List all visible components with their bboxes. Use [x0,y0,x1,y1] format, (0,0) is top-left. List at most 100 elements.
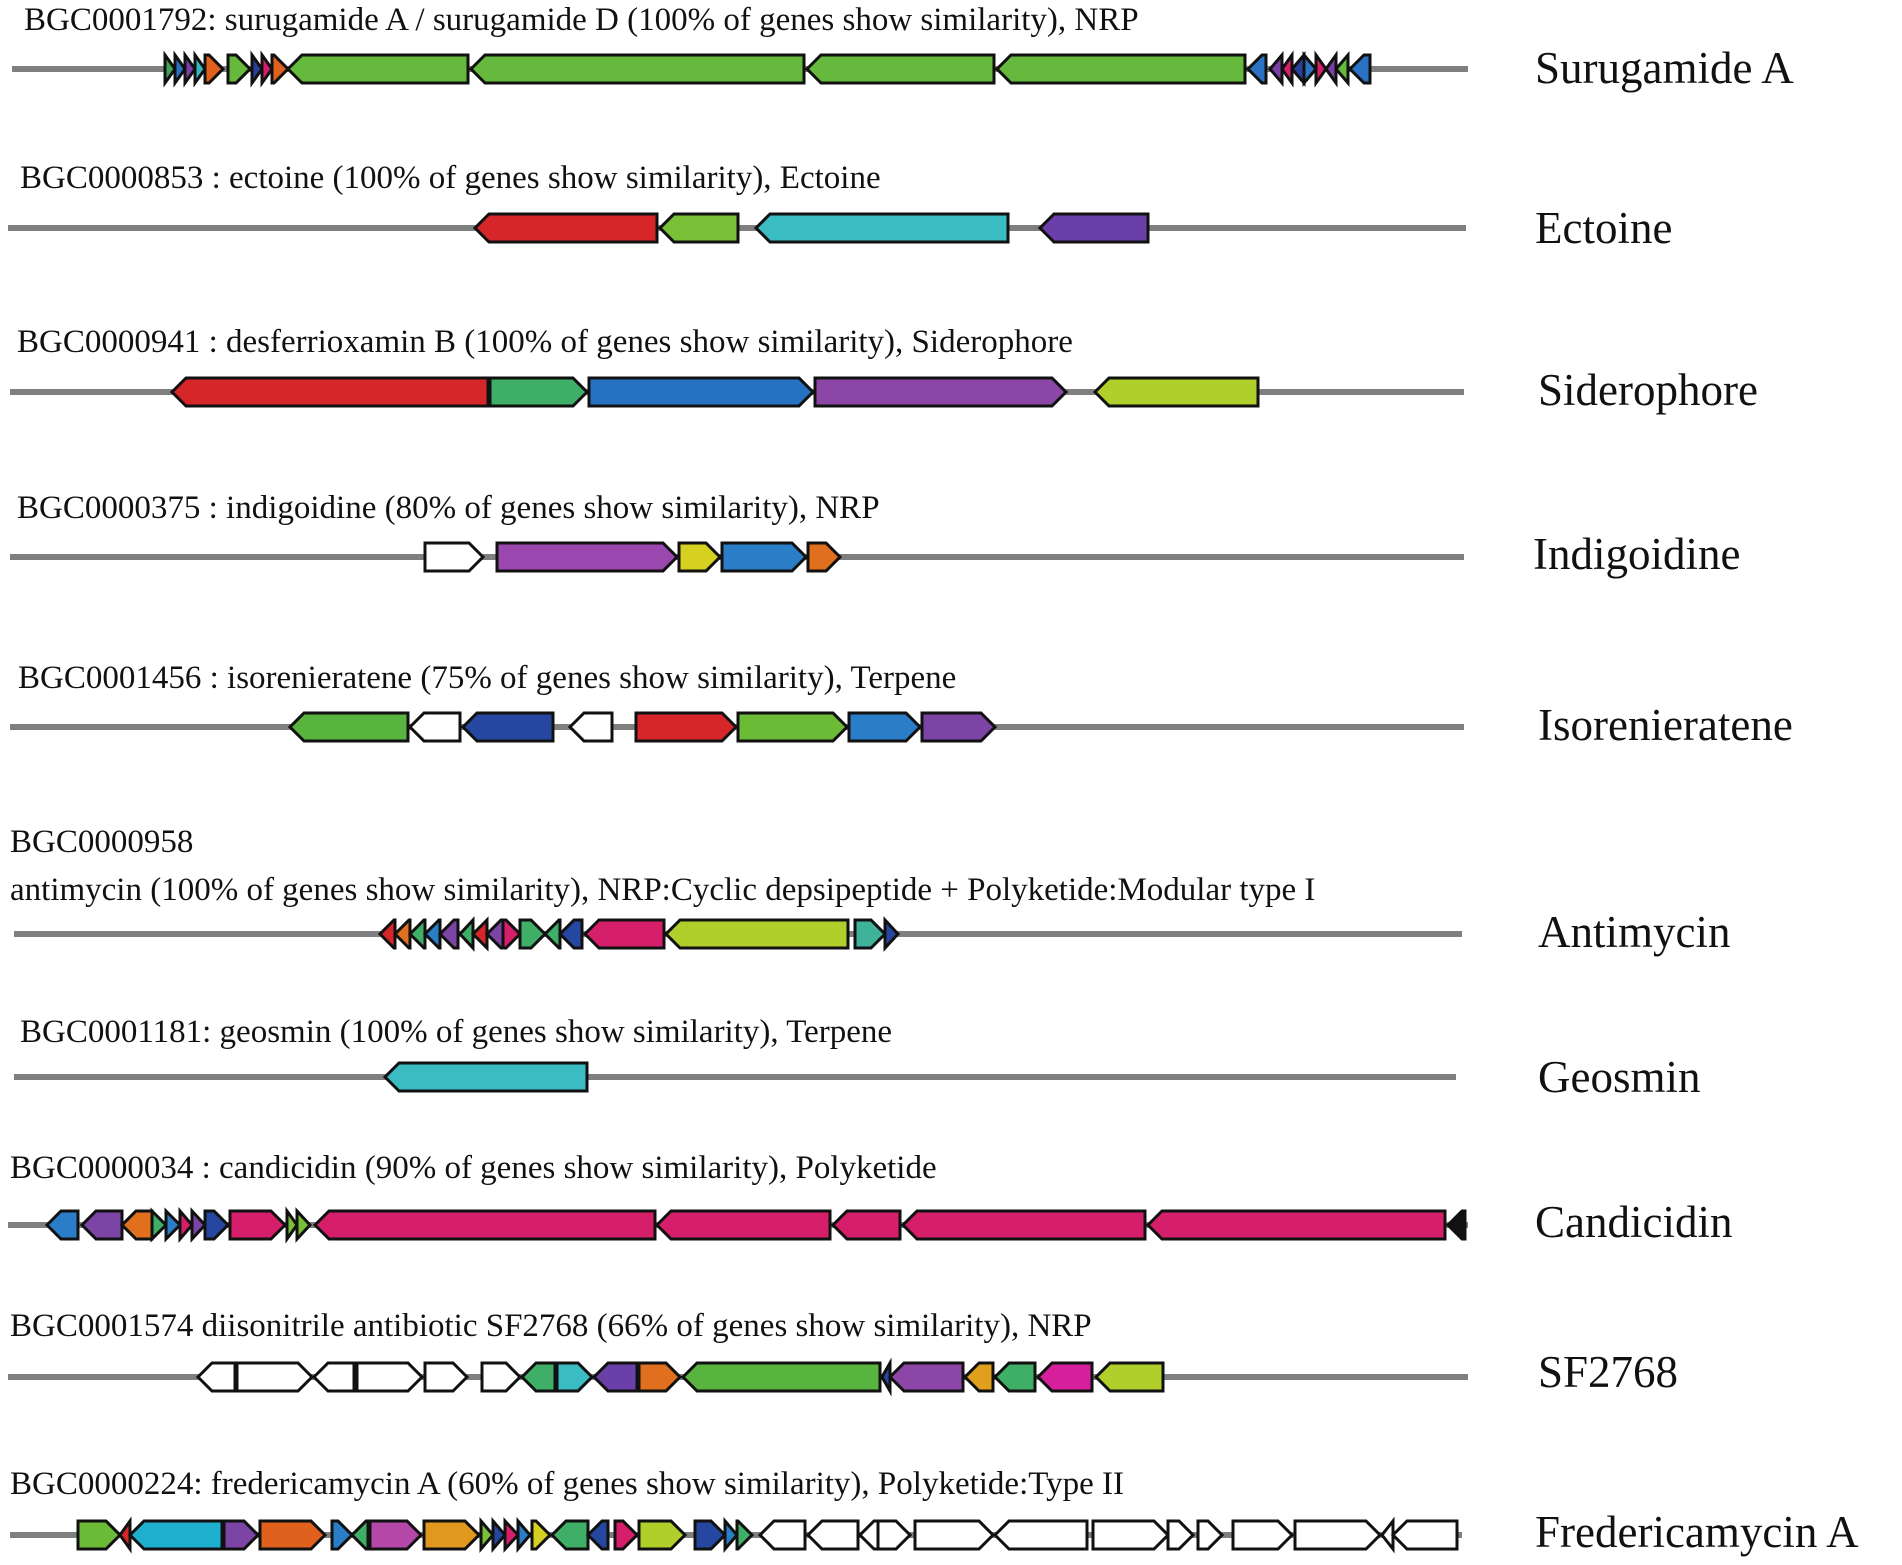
gene-arrow [900,1209,1147,1241]
gene-cluster-row [8,212,1466,244]
gene-arrow [228,1209,288,1241]
gene-arrow [407,918,427,950]
cluster-header: BGC0000375 : indigoidine (80% of genes s… [17,490,880,526]
gene-arrow [1334,50,1350,88]
gene-arrow [813,376,1069,408]
compound-name: Isorenieratene [1538,700,1793,750]
gene-arrow [587,376,816,408]
gene-arrow [883,916,901,952]
gene-arrow [295,1207,313,1243]
gene-arrow [1231,1519,1295,1551]
gene-arrow [164,1207,183,1243]
gene-arrow [1293,1519,1383,1551]
gene-arrow [582,918,666,950]
gene-arrow [549,1519,590,1551]
gene-cluster-row [10,376,1464,408]
gene-arrow [557,918,584,950]
gene-arrow [330,1519,355,1551]
gene-arrow [585,1519,610,1551]
gene-arrow [804,53,996,85]
gene-arrow [530,1519,553,1551]
compound-name: Geosmin [1538,1052,1701,1102]
gene-arrow [193,50,207,88]
gene-arrow [805,1519,860,1551]
gene-arrow [1302,50,1318,88]
gene-arrow [657,212,740,244]
gene-arrow [270,53,291,85]
gene-arrow [519,1361,557,1393]
gene-arrow [567,711,614,743]
gene-arrow [887,1361,965,1393]
gene-arrow [637,1361,683,1393]
gene-arrow [349,1519,370,1551]
gene-arrow [423,541,486,573]
gene-arrow [178,1206,194,1244]
gene-arrow [285,53,470,85]
gene-arrow [392,918,412,950]
gene-arrow [994,53,1247,85]
gene-arrow [516,1516,532,1554]
compound-name: Siderophore [1538,365,1758,415]
gene-arrow [1245,53,1268,85]
gene-arrow [287,711,410,743]
gene-arrow [992,1361,1037,1393]
gene-arrow [407,711,462,743]
cluster-header: BGC0000224: fredericamycin A (60% of gen… [10,1466,1124,1502]
gene-arrow [735,1519,755,1551]
gene-arrow [285,1206,299,1244]
gene-arrow [368,1519,424,1551]
gene-arrow [518,918,548,950]
gene-arrow [857,1519,880,1551]
gene-arrow [195,1361,237,1393]
gene-arrow [479,1516,495,1554]
gene-cluster-row [10,1516,1462,1554]
gene-arrow [423,1361,470,1393]
gene-arrow [1347,53,1372,85]
gene-arrow [542,918,562,950]
gene-arrow [591,1361,639,1393]
gene-cluster-row [14,916,1462,952]
gene-cluster-row [8,1206,1468,1244]
gene-arrow [480,1361,523,1393]
gene-arrow [1091,1519,1171,1551]
gene-arrow [311,1361,356,1393]
gene-arrow [720,541,809,573]
gene-arrow [472,212,659,244]
gene-cluster-row [10,711,1464,743]
gene-arrow [258,1519,328,1551]
cluster-header: BGC0001181: geosmin (100% of genes show … [20,1014,893,1050]
gene-arrow [876,1519,913,1551]
gene-arrow [913,1519,996,1551]
gene-arrow [127,1519,224,1551]
gene-arrow [1445,1209,1467,1241]
compound-name: Antimycin [1538,907,1731,957]
gene-arrow [1093,1361,1165,1393]
gene-arrow [437,918,460,950]
compound-name: SF2768 [1538,1347,1679,1397]
gene-arrow [183,50,197,88]
gene-arrow [235,1361,315,1393]
gene-cluster-row [10,541,1464,573]
gene-arrow [226,53,253,85]
compound-name: Candicidin [1535,1197,1733,1247]
gene-arrow [830,1209,902,1241]
gene-arrow [680,1361,882,1393]
gene-arrow [495,541,680,573]
gene-arrow [1037,212,1150,244]
gene-arrow [250,50,264,88]
gene-arrow [422,1519,482,1551]
gene-arrow [119,1209,154,1241]
gene-arrow [920,711,998,743]
cluster-header: BGC0001574 diisonitrile antibiotic SF276… [10,1308,1092,1344]
gene-arrow [491,1516,507,1554]
gene-arrow [757,1519,807,1551]
gene-arrow [150,1207,169,1243]
gene-arrow [169,376,490,408]
gene-arrow [806,541,843,573]
gene-cluster-row [14,1061,1456,1093]
compound-name: Indigoidine [1533,529,1741,579]
gene-arrow [76,1519,123,1551]
gene-arrow [468,53,806,85]
gene-arrow [654,1209,832,1241]
